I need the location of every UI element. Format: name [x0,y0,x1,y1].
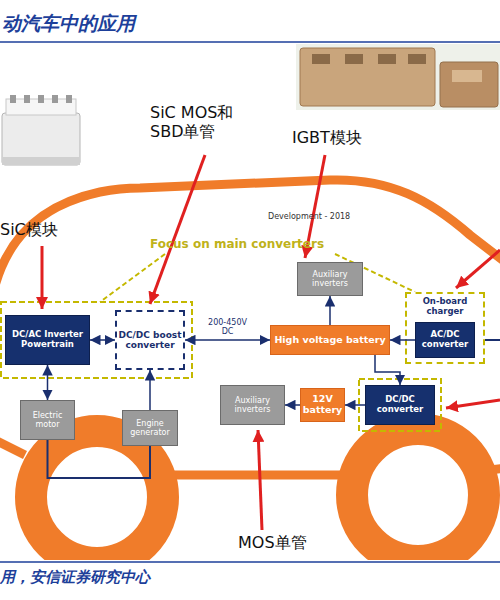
connector [375,355,400,385]
converter-box: DC/DC boost converter [115,310,185,370]
source-note: Development - 2018 [268,212,388,222]
node-text: DC/DC boost converter [117,330,183,351]
auxiliary-box: Auxiliary inverters [220,385,285,425]
node-text: Auxiliary inverters [221,396,284,414]
module-terminal [378,54,396,64]
converter-box: DC/AC Inverter Powertrain [5,315,90,365]
part-label: SiC模块 [0,220,90,239]
module-pin [38,95,44,103]
node-text: Auxiliary inverters [298,270,362,288]
module-base [2,157,80,165]
car-outline [0,180,500,310]
charger-group: On-board chargerAC/DC converter [405,292,485,364]
node-text: On-board charger [407,297,483,317]
callout-arrows [42,155,500,530]
car-outline [0,440,25,455]
connector [329,296,331,325]
charge-plug-line [485,339,500,341]
focus-leader [100,254,165,302]
caption-band [0,560,500,600]
connector [90,339,115,341]
caption-rule [0,561,500,563]
module-pin [66,95,72,103]
car-outline [172,471,342,480]
node-text: 12V battery [301,394,344,416]
node-text: Engine generator [123,419,177,437]
machine-box: Engine generator [122,410,178,446]
focus-group-outline [359,379,441,431]
connector-group [48,296,416,410]
battery-box: High voltage battery [270,325,390,355]
callout-arrow [446,400,500,408]
module-terminal [452,70,482,82]
part-label: SiC MOS和 SBD单管 [150,103,245,141]
module-body [300,48,435,106]
part-label: IGBT模块 [292,128,392,147]
callout-arrow [150,155,205,304]
connector [285,404,300,406]
photo-background [296,44,500,110]
edge-label: 200-450V DC [205,319,251,337]
module-terminal [408,54,426,64]
node-text: DC/DC converter [366,395,434,415]
machine-box: Electric motor [20,400,75,440]
converter-box: DC/DC converter [365,385,435,425]
sic-module-photo [2,95,80,165]
node-text: Electric motor [21,411,74,429]
node-text: DC/AC Inverter Powertrain [6,330,89,350]
battery-box: 12V battery [300,388,345,422]
title-rule [0,41,500,43]
connector [149,370,151,410]
diagram-title: 动汽车中的应用 [2,12,302,35]
connector [345,404,365,406]
converter-box: AC/DC converter [415,322,475,358]
module-pin [10,95,16,103]
part-label: MOS单管 [238,533,338,552]
focus-note: Focus on main converters [150,237,360,251]
connector [390,339,415,341]
module-body [440,62,498,107]
module-pin [52,95,58,103]
car-wheel [352,429,484,561]
diagram-caption: 用，安信证券研究中心 [0,568,400,586]
module-terminal [312,54,330,64]
car-wheel [31,431,163,563]
connector [47,365,49,400]
focus-group-outline [1,302,192,378]
module-terminal [345,54,363,64]
callout-arrow [41,246,44,309]
callout-arrow [456,250,500,288]
callout-arrow [258,430,262,530]
node-text: High voltage battery [274,335,385,346]
module-pin [24,95,30,103]
igbt-module-photo [296,44,500,110]
node-text: AC/DC converter [416,330,474,350]
auxiliary-box: Auxiliary inverters [297,262,363,296]
connector [185,339,270,341]
module-body [2,113,80,165]
